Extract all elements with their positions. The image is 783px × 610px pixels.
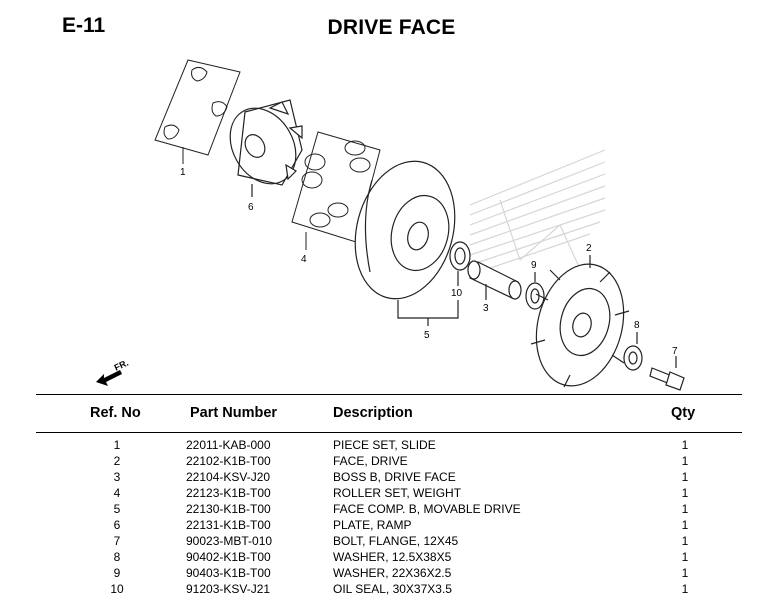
quantity: 1 (681, 502, 689, 516)
callout-9: 9 (531, 260, 537, 271)
header-description: Description (333, 405, 413, 421)
quantity: 1 (681, 454, 689, 468)
table-header-rule (36, 432, 742, 433)
callout-5: 5 (424, 330, 430, 341)
part-number: 22104-KSV-J20 (186, 470, 271, 484)
table-row: 6 22131-K1B-T00 PLATE, RAMP 1 (0, 518, 783, 534)
ref-no: 6 (113, 518, 121, 532)
drive-face-fan (530, 255, 630, 388)
part-number: 22130-K1B-T00 (186, 502, 271, 516)
quantity: 1 (681, 518, 689, 532)
quantity: 1 (681, 438, 689, 452)
exploded-parts-diagram: 1 6 4 5 10 3 9 (96, 59, 685, 391)
table-row: 3 22104-KSV-J20 BOSS B, DRIVE FACE 1 (0, 470, 783, 486)
ref-no: 7 (113, 534, 121, 548)
table-row: 4 22123-K1B-T00 ROLLER SET, WEIGHT 1 (0, 486, 783, 502)
quantity: 1 (681, 582, 689, 596)
quantity: 1 (681, 566, 689, 580)
quantity: 1 (681, 470, 689, 484)
header-qty: Qty (671, 405, 696, 421)
movable-drive-face (354, 160, 459, 326)
washer-12-5x38 (623, 332, 643, 371)
flange-bolt (649, 356, 685, 391)
quantity: 1 (681, 486, 689, 500)
part-number: 90023-MBT-010 (186, 534, 273, 548)
parts-table-body: 1 22011-KAB-000 PIECE SET, SLIDE 1 2 22102-K… (0, 438, 783, 598)
header-ref-no: Ref. No (90, 405, 141, 421)
front-direction-arrow: FR. (96, 358, 130, 386)
table-row: 5 22130-K1B-T00 FACE COMP. B, MOVABLE DRIV… (0, 502, 783, 518)
description: PLATE, RAMP (333, 518, 412, 532)
washer-22x36 (525, 272, 545, 310)
table-top-rule (36, 394, 742, 395)
callout-7: 7 (672, 346, 678, 357)
description: FACE, DRIVE (333, 454, 408, 468)
slide-piece-set-group (154, 59, 241, 164)
part-number: 22102-K1B-T00 (186, 454, 271, 468)
table-row: 8 90402-K1B-T00 WASHER, 12.5X38X5 1 (0, 550, 783, 566)
page-title: DRIVE FACE (327, 16, 456, 39)
ref-no: 3 (113, 470, 121, 484)
table-row: 1 22011-KAB-000 PIECE SET, SLIDE 1 (0, 438, 783, 454)
table-row: 2 22102-K1B-T00 FACE, DRIVE 1 (0, 454, 783, 470)
ref-no: 4 (113, 486, 121, 500)
description: PIECE SET, SLIDE (333, 438, 436, 452)
quantity: 1 (681, 534, 689, 548)
ref-no: 8 (113, 550, 121, 564)
part-number: 22123-K1B-T00 (186, 486, 271, 500)
callout-6: 6 (248, 202, 254, 213)
callout-4: 4 (301, 254, 307, 265)
front-direction-label: FR. (113, 358, 130, 373)
ref-no: 5 (113, 502, 121, 516)
table-row: 10 91203-KSV-J21 OIL SEAL, 30X37X3.5 1 (0, 582, 783, 598)
table-row: 9 90403-K1B-T00 WASHER, 22X36X2.5 1 (0, 566, 783, 582)
part-number: 90403-K1B-T00 (186, 566, 271, 580)
header-part-number: Part Number (190, 405, 278, 421)
ref-no: 9 (113, 566, 121, 580)
description: BOSS B, DRIVE FACE (333, 470, 456, 484)
oil-seal (449, 241, 471, 286)
callout-2: 2 (586, 243, 592, 254)
description: WASHER, 12.5X38X5 (333, 550, 452, 564)
description: OIL SEAL, 30X37X3.5 (333, 582, 452, 596)
ref-no: 1 (113, 438, 121, 452)
ramp-plate (229, 99, 303, 197)
description: WASHER, 22X36X2.5 (333, 566, 452, 580)
brand-watermark (469, 149, 606, 281)
description: ROLLER SET, WEIGHT (333, 486, 462, 500)
part-number: 91203-KSV-J21 (186, 582, 271, 596)
drive-face-boss (467, 260, 522, 300)
ref-no: 2 (113, 454, 121, 468)
callout-3: 3 (483, 303, 489, 314)
description: FACE COMP. B, MOVABLE DRIVE (333, 502, 521, 516)
parts-table-header: Ref. No Part Number Description Qty (0, 405, 783, 425)
table-row: 7 90023-MBT-010 BOLT, FLANGE, 12X45 1 (0, 534, 783, 550)
part-number: 90402-K1B-T00 (186, 550, 271, 564)
description: BOLT, FLANGE, 12X45 (333, 534, 459, 548)
callout-1: 1 (180, 167, 186, 178)
part-number: 22011-KAB-000 (186, 438, 271, 452)
callout-10: 10 (451, 288, 463, 299)
page-code: E-11 (62, 14, 106, 37)
quantity: 1 (681, 550, 689, 564)
callout-8: 8 (634, 320, 640, 331)
part-number: 22131-K1B-T00 (186, 518, 271, 532)
ref-no: 10 (110, 582, 124, 596)
